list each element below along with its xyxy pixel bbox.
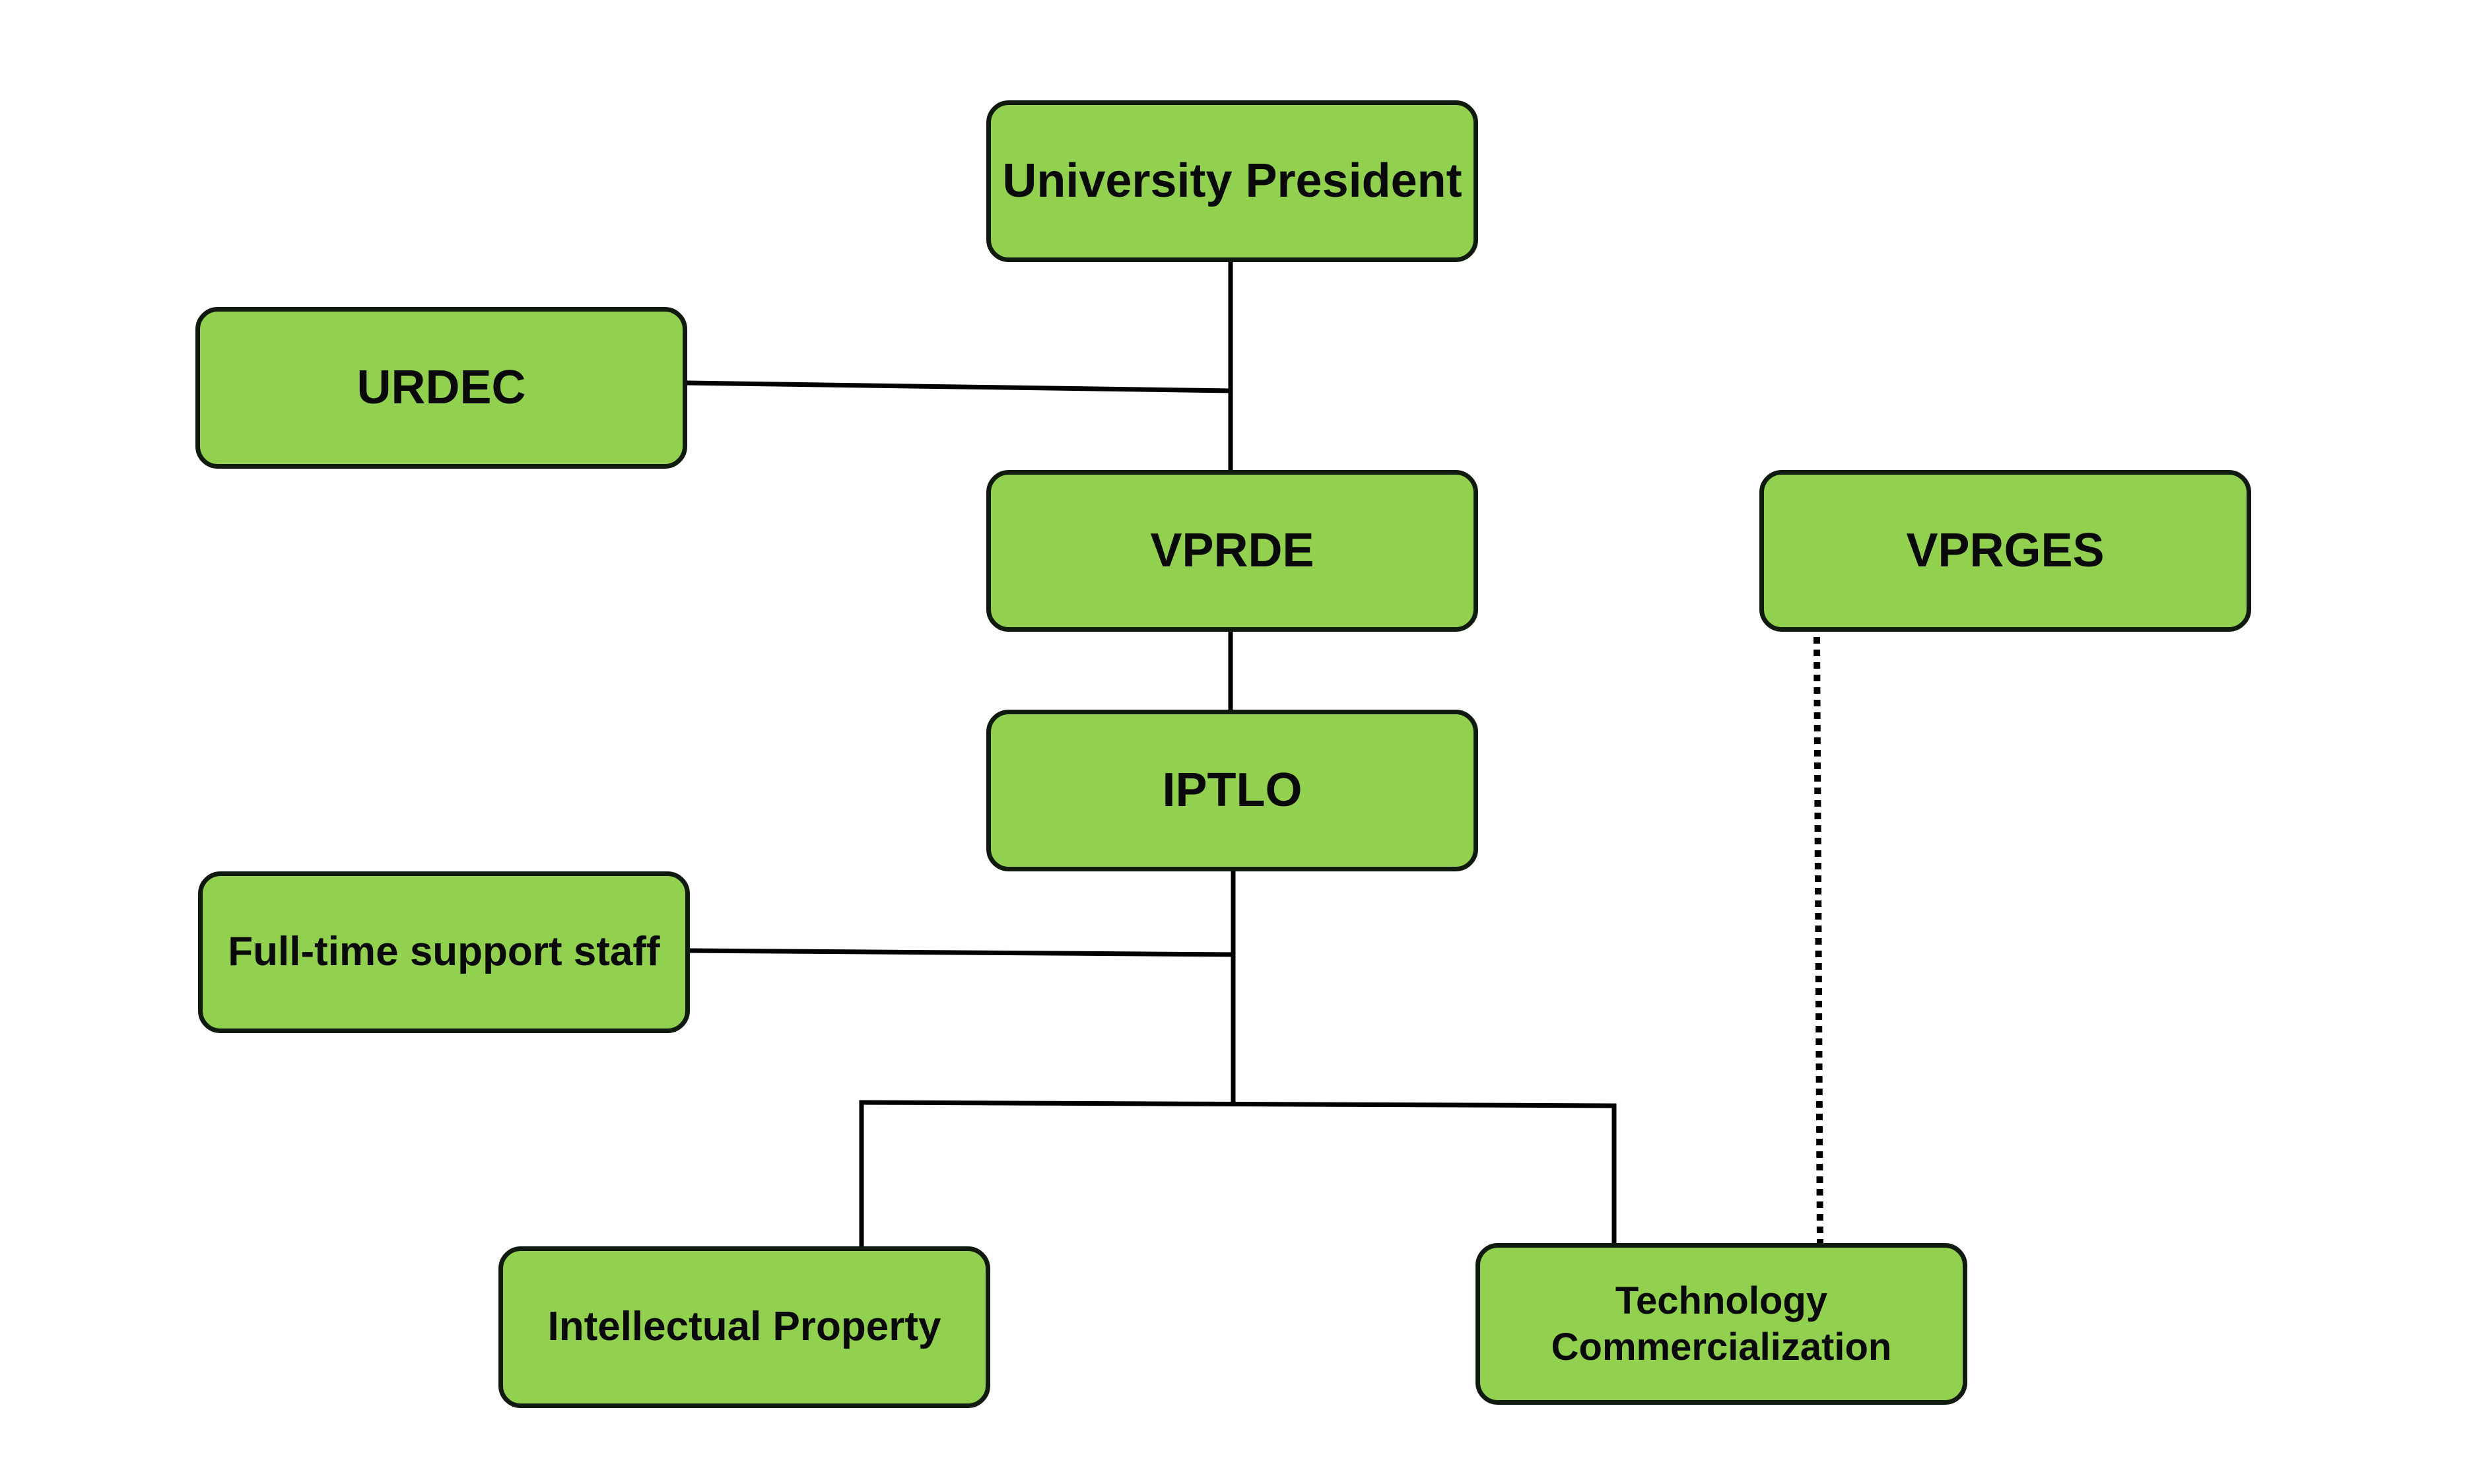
connector-staff bbox=[687, 948, 1236, 957]
node-label: University President bbox=[1002, 154, 1462, 208]
node-label: VPRGES bbox=[1906, 524, 2105, 578]
node-label: URDEC bbox=[356, 361, 526, 415]
node-label: VPRDE bbox=[1150, 524, 1314, 578]
connector-urdec bbox=[685, 380, 1233, 393]
node-label-line-1: Technology bbox=[1615, 1279, 1828, 1322]
node-university-president: University President bbox=[986, 100, 1478, 262]
node-label: Full-time support staff bbox=[228, 929, 660, 975]
node-label-group: Technology Commercialization bbox=[1551, 1278, 1892, 1370]
connector-branch-horizontal bbox=[859, 1100, 1617, 1108]
node-urdec: URDEC bbox=[195, 307, 687, 469]
node-full-time-support-staff: Full-time support staff bbox=[198, 871, 690, 1033]
node-vprges: VPRGES bbox=[1759, 470, 2251, 632]
node-technology-commercialization: Technology Commercialization bbox=[1475, 1243, 1967, 1405]
node-vprde: VPRDE bbox=[986, 470, 1478, 632]
node-label: Intellectual Property bbox=[547, 1304, 941, 1350]
node-label-line-2: Commercialization bbox=[1551, 1325, 1892, 1368]
node-intellectual-property: Intellectual Property bbox=[498, 1246, 990, 1408]
connector-vprges-tc-dotted bbox=[1813, 636, 1823, 1244]
node-iptlo: IPTLO bbox=[986, 710, 1478, 871]
node-label: IPTLO bbox=[1162, 764, 1303, 817]
